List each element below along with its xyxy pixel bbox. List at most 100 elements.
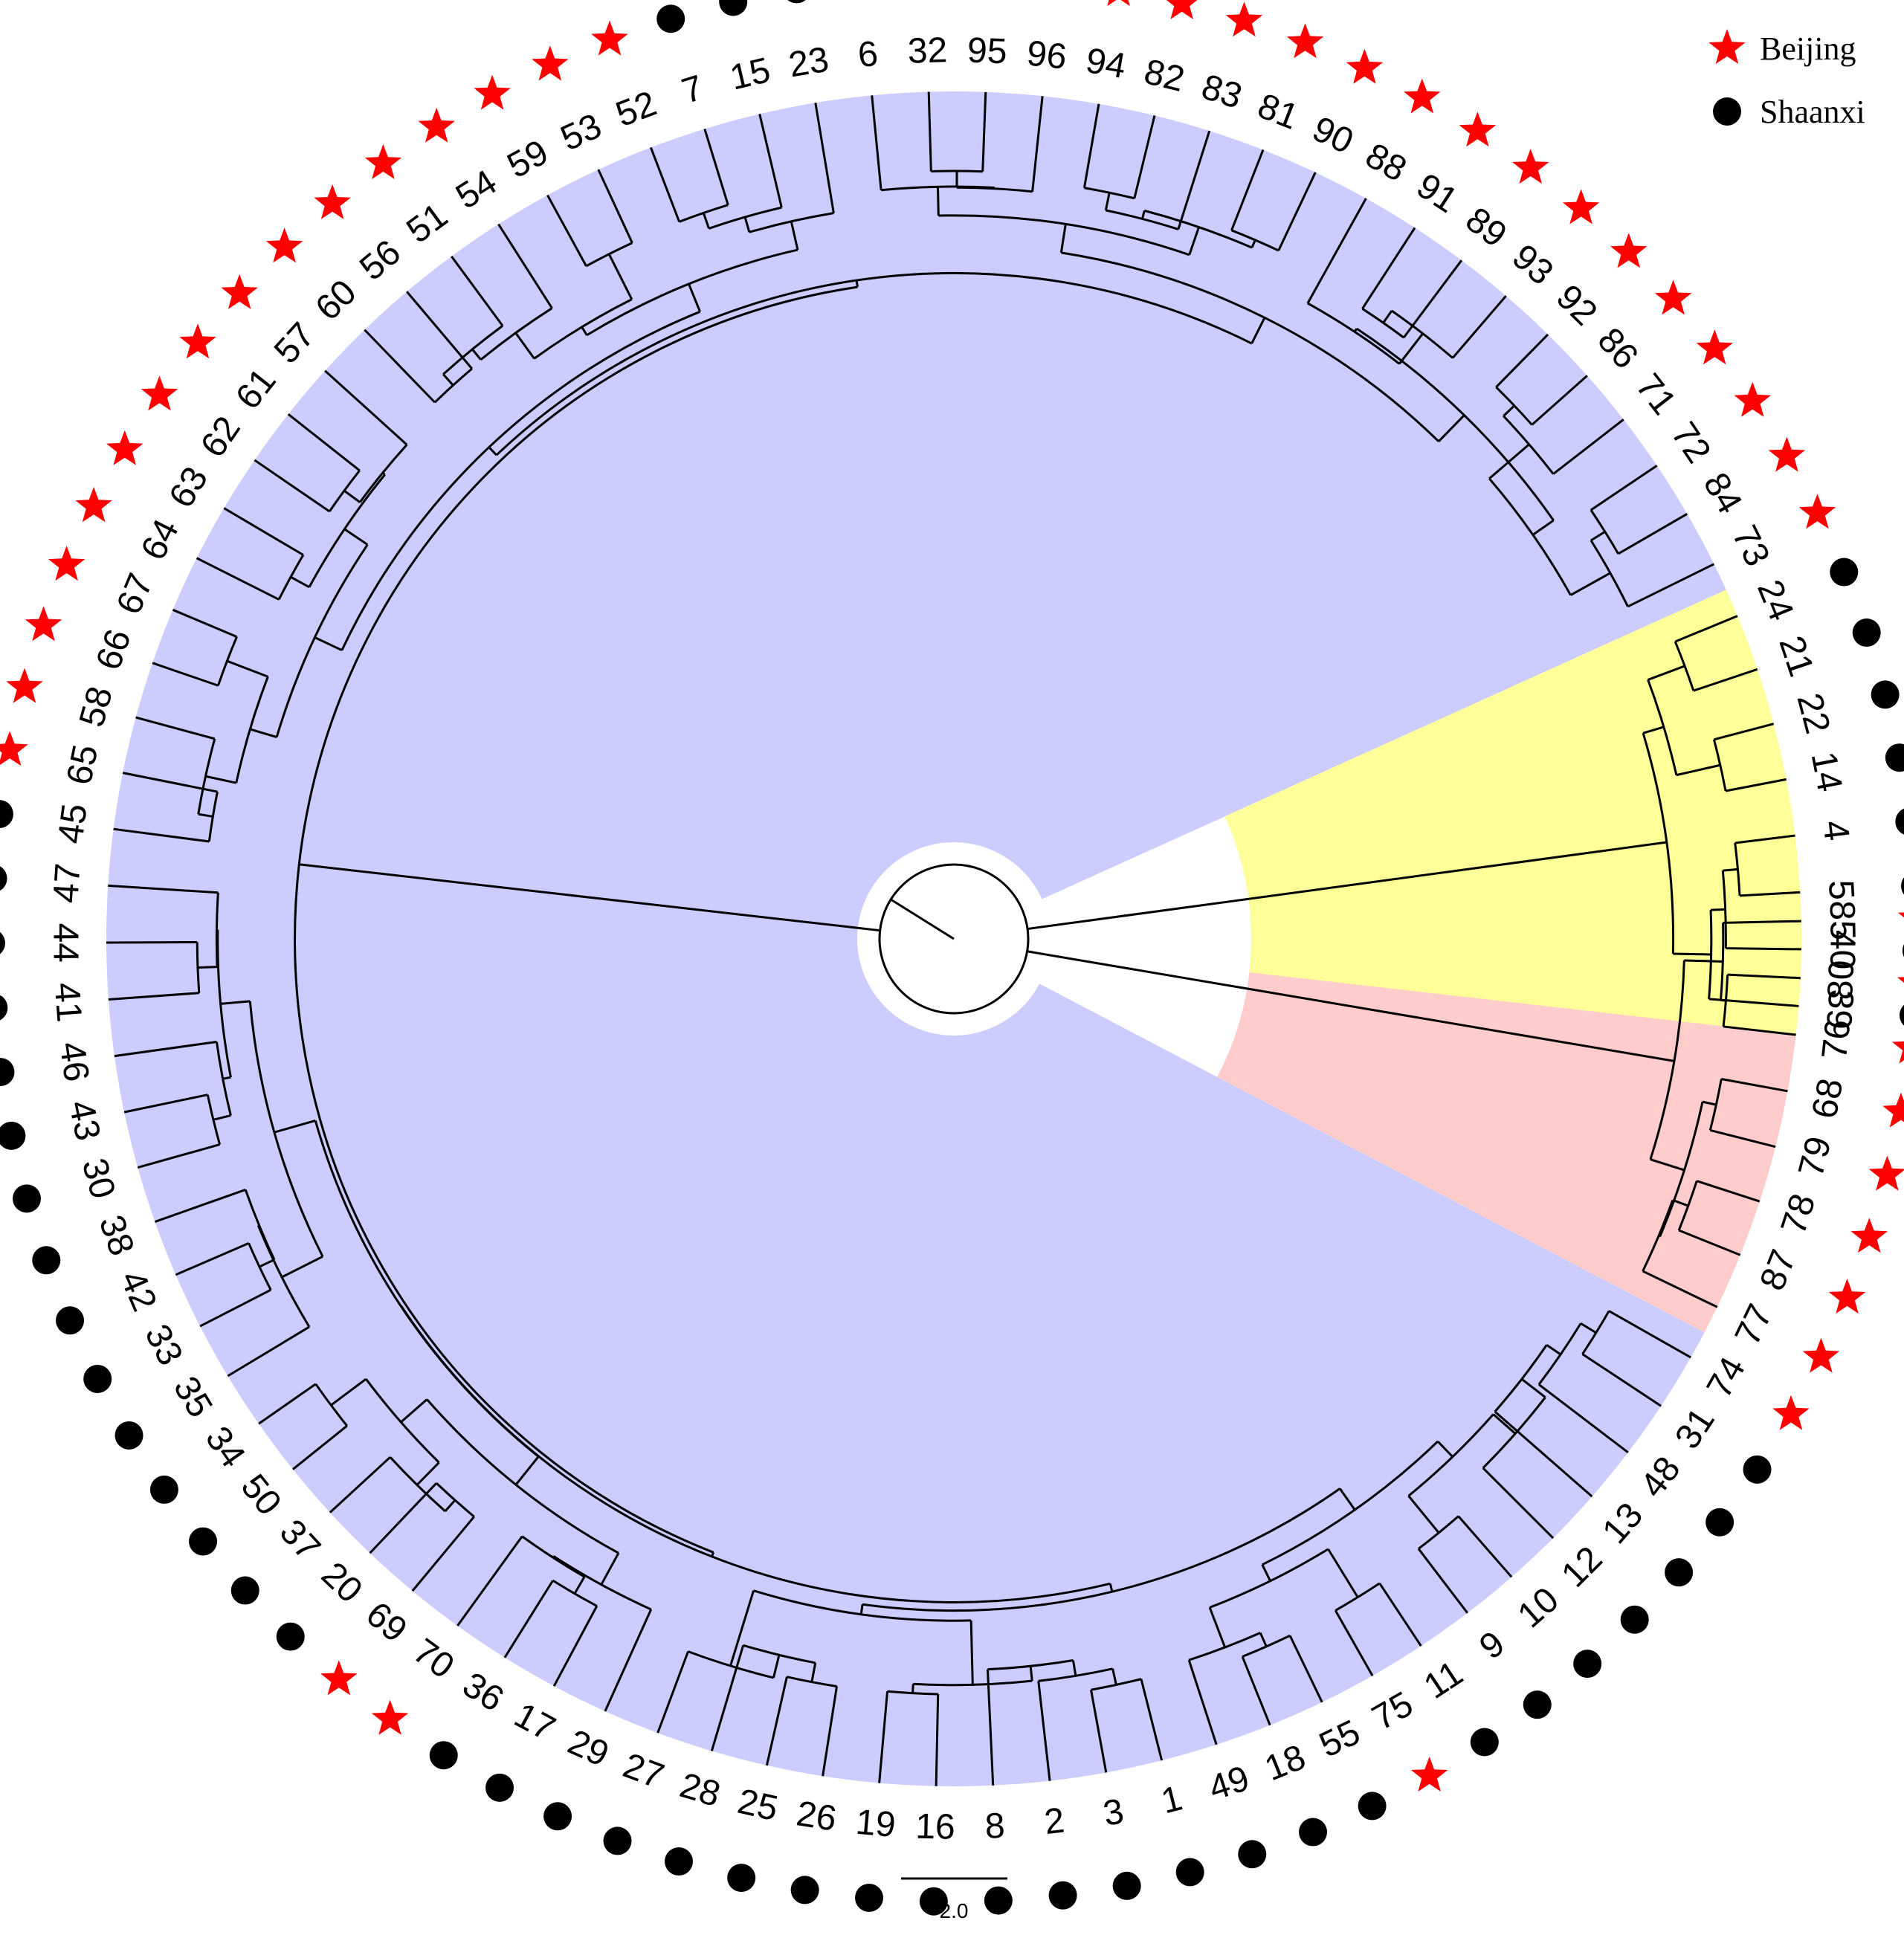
- leaf-label: 57: [267, 315, 323, 371]
- branch-segment: [411, 1516, 475, 1592]
- beijing-star-icon: [141, 375, 178, 411]
- branch-segment: [1590, 465, 1658, 511]
- branch-segment: [743, 216, 751, 233]
- branch-segment: [154, 1188, 246, 1223]
- leaf-label: 83: [1197, 67, 1247, 117]
- root-circle: [878, 863, 1030, 1015]
- leaf-label: 21: [1771, 631, 1821, 681]
- beijing-star-icon: [1459, 112, 1497, 147]
- branch-segment: [871, 95, 882, 190]
- branch-arc: [1659, 1101, 1704, 1237]
- branch-segment: [1495, 333, 1549, 388]
- leaf-label: 11: [1417, 1653, 1470, 1707]
- branch-segment: [223, 507, 304, 556]
- legend-label-beijing: Beijing: [1760, 30, 1856, 67]
- branch-arc: [206, 1094, 222, 1146]
- leaf-label: 63: [161, 460, 216, 514]
- leaf-label: 71: [1628, 366, 1684, 422]
- shaanxi-circle-icon: [1299, 1818, 1328, 1847]
- shaanxi-circle-icon: [114, 1421, 143, 1450]
- leaf-label: 26: [794, 1794, 839, 1839]
- shaanxi-circle-icon: [984, 1886, 1013, 1915]
- leaf-label: 69: [358, 1595, 414, 1650]
- branch-segment: [1378, 1583, 1422, 1647]
- beijing-star-icon: [1404, 78, 1441, 114]
- branch-segment: [1648, 665, 1685, 681]
- branch-segment: [1417, 1548, 1469, 1614]
- branch-arc: [887, 1690, 938, 1696]
- branch-segment: [1334, 1609, 1374, 1676]
- leaf-label: 46: [52, 1039, 97, 1084]
- leaf-label: 58: [72, 682, 120, 731]
- branch-segment: [1739, 891, 1801, 897]
- branch-segment: [1259, 1632, 1268, 1647]
- leaf-label: 24: [1749, 575, 1801, 627]
- shaanxi-circle-icon: [1238, 1840, 1267, 1869]
- beijing-star-icon: [1166, 0, 1198, 19]
- shaanxi-circle-icon: [1885, 743, 1904, 772]
- beijing-star-icon: [1850, 1218, 1888, 1253]
- branch-segment: [314, 636, 343, 652]
- branch-arc: [1084, 187, 1135, 200]
- branch-segment: [199, 1288, 271, 1328]
- branch-segment: [1090, 1690, 1108, 1773]
- leaf-label: 96: [1025, 33, 1069, 77]
- branch-segment: [1482, 1467, 1555, 1540]
- leaf-label: 89: [1459, 200, 1514, 255]
- leaf-label: 36: [456, 1665, 510, 1719]
- branch-segment: [981, 91, 987, 172]
- leaf-label: 17: [508, 1696, 561, 1749]
- branch-segment: [1353, 328, 1358, 333]
- leaf-label: 56: [352, 233, 408, 288]
- branch-segment: [287, 413, 361, 472]
- leaf-label: 18: [1259, 1737, 1311, 1789]
- branch-arc: [938, 214, 1190, 256]
- leaf-label: 22: [1790, 689, 1838, 737]
- leaf-label: 3: [1100, 1792, 1127, 1834]
- branch-segment: [442, 373, 454, 387]
- branch-segment: [1503, 404, 1515, 417]
- beijing-star-icon: [371, 1699, 409, 1735]
- leaf-label: 90: [1306, 109, 1359, 162]
- branch-arc: [1677, 1180, 1698, 1231]
- branch-segment: [291, 1424, 348, 1470]
- branch-segment: [790, 221, 799, 251]
- branch-segment: [688, 283, 701, 312]
- leaf-label: 35: [166, 1370, 220, 1424]
- branch-segment: [1071, 1660, 1077, 1676]
- shaanxi-circle-icon: [1573, 1650, 1602, 1679]
- branch-segment: [1140, 210, 1146, 219]
- branch-segment: [1250, 239, 1256, 248]
- shaanxi-circle-icon: [429, 1741, 458, 1770]
- branch-segment: [1696, 1180, 1761, 1203]
- shaanxi-circle-icon: [1743, 1455, 1772, 1484]
- leaf-label: 10: [1511, 1580, 1566, 1635]
- branch-segment: [758, 114, 783, 208]
- branch-segment: [137, 1143, 221, 1169]
- branch-arc: [1242, 1634, 1291, 1658]
- beijing-star-icon: [75, 487, 112, 523]
- branch-segment: [123, 1094, 208, 1114]
- leaf-label: 78: [1774, 1189, 1824, 1239]
- beijing-star-icon: [474, 74, 511, 110]
- clade-sectors: [106, 91, 1801, 1786]
- leaf-label: 45: [51, 801, 94, 846]
- shaanxi-circle-icon: [189, 1527, 218, 1556]
- branch-segment: [1133, 115, 1156, 199]
- branch-segment: [213, 1114, 231, 1121]
- beijing-star-icon: [1708, 29, 1746, 64]
- branch-arc: [743, 1644, 816, 1664]
- beijing-star-icon: [265, 227, 303, 263]
- branch-segment: [814, 103, 835, 213]
- branch-segment: [406, 291, 473, 369]
- shaanxi-circle-icon: [0, 995, 8, 1021]
- shaanxi-circle-icon: [919, 1887, 948, 1916]
- branch-segment: [514, 1456, 540, 1486]
- branch-segment: [1642, 726, 1665, 734]
- beijing-star-icon: [1512, 149, 1549, 184]
- beijing-star-icon: [0, 731, 28, 766]
- leaf-label: 82: [1140, 52, 1188, 100]
- leaf-label: 67: [109, 568, 161, 620]
- leaf-label: 27: [618, 1746, 669, 1797]
